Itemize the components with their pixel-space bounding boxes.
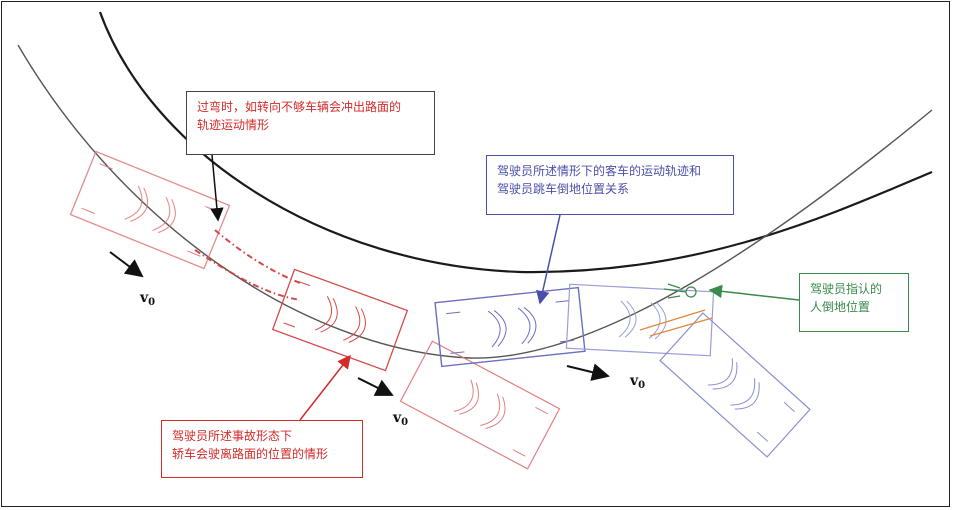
velocity-subscript: 0 (148, 297, 156, 308)
road-outer-edge (17, 44, 933, 359)
leader-green (708, 284, 800, 301)
velocity-arrow-3 (566, 363, 610, 381)
blue-vehicle-track (434, 283, 811, 458)
leader-red-bottom (299, 354, 351, 421)
road-inner-edge (98, 11, 933, 274)
velocity-label-3: v0 (630, 373, 645, 391)
leader-blue (536, 214, 561, 305)
callout-fall-position: 驾驶员指认的 人倒地位置 (799, 273, 909, 332)
red-vehicle-track (69, 150, 561, 470)
velocity-symbol: v (630, 373, 639, 389)
velocity-arrow-2 (357, 377, 394, 396)
callout-fall-position-line-1: 驾驶员指认的 (810, 282, 883, 296)
velocity-label-1: v0 (140, 290, 155, 308)
velocity-subscript: 0 (401, 417, 409, 428)
person-icon (663, 283, 697, 299)
callout-bus-trajectory-line-1: 驾驶员所述情形下的客车的运动轨迹和 (497, 164, 702, 178)
callout-accident-form: 驾驶员所述事故形态下 轿车会驶离路面的位置的情形 (161, 420, 363, 478)
callout-understeer-line-2: 轨迹运动情形 (197, 118, 270, 132)
callout-understeer: 过弯时，如转向不够车辆会冲出路面的 轨迹运动情形 (186, 91, 435, 155)
velocity-label-2: v0 (393, 410, 408, 428)
skid-marks-icon (639, 309, 713, 337)
callout-understeer-line-1: 过弯时，如转向不够车辆会冲出路面的 (197, 100, 402, 114)
callout-bus-trajectory-line-2: 驾驶员跳车倒地位置关系 (497, 182, 630, 196)
callout-accident-form-line-1: 驾驶员所述事故形态下 (172, 429, 293, 443)
velocity-subscript: 0 (638, 380, 646, 391)
velocity-arrow-1 (109, 251, 144, 278)
callout-bus-trajectory: 驾驶员所述情形下的客车的运动轨迹和 驾驶员跳车倒地位置关系 (486, 155, 734, 215)
leader-red-top (210, 154, 224, 222)
velocity-symbol: v (140, 290, 149, 306)
callout-fall-position-line-2: 人倒地位置 (810, 300, 871, 314)
callout-accident-form-line-2: 轿车会驶离路面的位置的情形 (172, 447, 329, 461)
velocity-symbol: v (393, 410, 402, 426)
